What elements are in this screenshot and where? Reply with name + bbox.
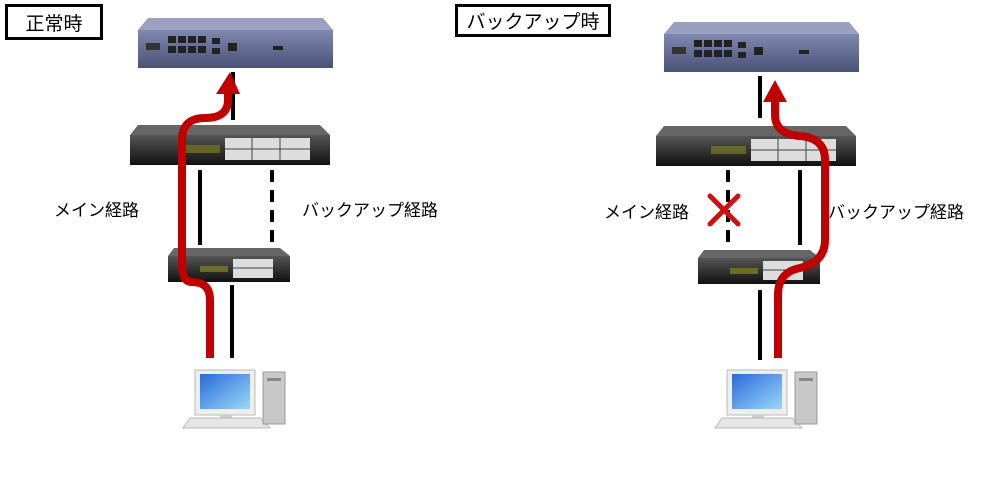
core-switch-icon bbox=[129, 124, 331, 166]
backup-route-label: バックアップ経路 bbox=[828, 203, 964, 223]
x-mark-icon bbox=[707, 193, 741, 227]
route-arrowhead bbox=[216, 72, 240, 94]
backup-route-label: バックアップ経路 bbox=[302, 201, 438, 221]
panel-title-backup: バックアップ時 bbox=[455, 4, 611, 37]
main-route-label: メイン経路 bbox=[604, 203, 689, 223]
router-icon bbox=[664, 22, 859, 72]
main-route-label: メイン経路 bbox=[54, 201, 139, 221]
route-arrow bbox=[178, 92, 232, 358]
pc-icon bbox=[182, 369, 286, 429]
router-icon bbox=[138, 18, 333, 68]
panel-backup bbox=[655, 22, 859, 429]
route-arrow bbox=[771, 100, 829, 358]
panel-title-normal: 正常時 bbox=[5, 4, 103, 40]
panel-normal bbox=[129, 18, 333, 429]
pc-icon bbox=[714, 369, 818, 429]
route-arrowhead bbox=[763, 80, 787, 102]
